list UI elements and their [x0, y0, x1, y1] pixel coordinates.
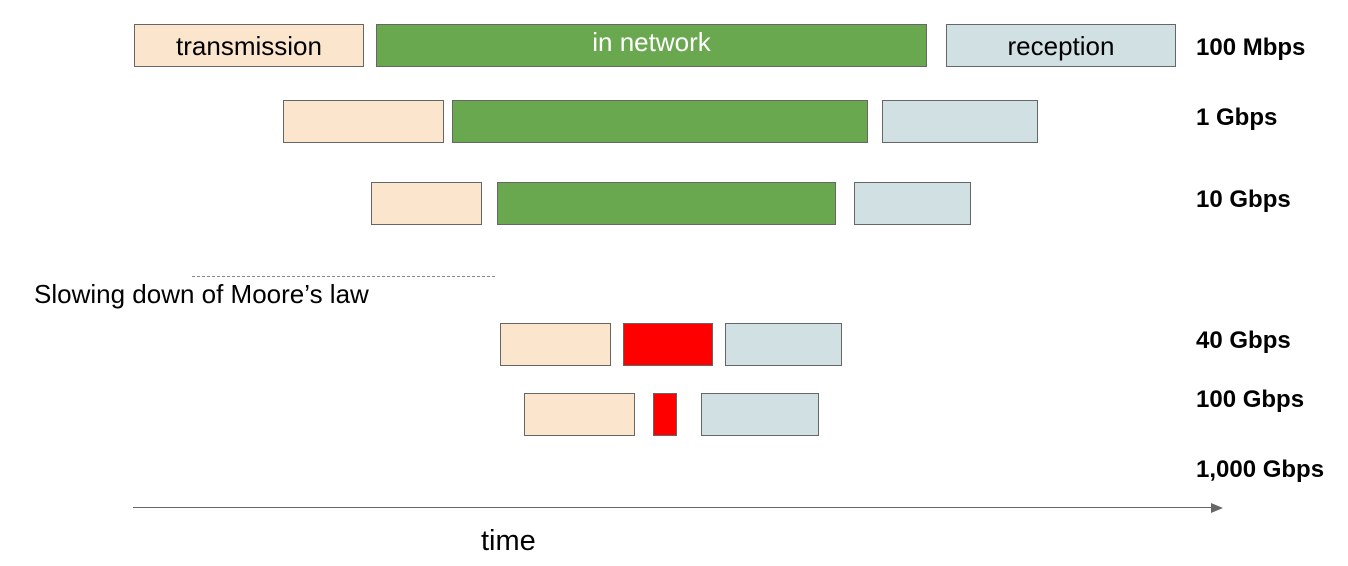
row-100mbps-reception-bar: reception	[946, 24, 1176, 67]
time-axis-label: time	[481, 525, 536, 557]
row-100gbps-transmission-bar	[524, 393, 635, 436]
row-40gbps-reception-bar	[725, 323, 842, 366]
reception-label: reception	[1007, 30, 1115, 61]
time-axis-line	[133, 507, 1211, 508]
moore-law-annotation: Slowing down of Moore’s law	[34, 279, 369, 309]
rate-label-1gbps: 1 Gbps	[1196, 104, 1278, 131]
row-10gbps-transmission-bar	[371, 182, 482, 225]
rate-label-40gbps: 40 Gbps	[1196, 327, 1291, 354]
row-10gbps-network-bar	[497, 182, 836, 225]
transmission-label: transmission	[176, 30, 322, 61]
row-1gbps-network-bar	[452, 100, 868, 143]
rate-label-100gbps: 100 Gbps	[1196, 386, 1305, 413]
rate-label-1000gbps: 1,000 Gbps	[1196, 456, 1325, 483]
row-100gbps-reception-bar	[701, 393, 819, 436]
row-100mbps-network-bar: in network	[376, 24, 927, 67]
row-1gbps-reception-bar	[882, 100, 1038, 143]
moore-law-dashed-line	[192, 276, 495, 277]
time-axis-arrowhead-icon	[1211, 503, 1223, 513]
row-1gbps-transmission-bar	[283, 100, 444, 143]
row-100gbps-network-bar	[653, 393, 677, 436]
row-100mbps-transmission-bar: transmission	[134, 24, 364, 67]
row-40gbps-network-bar	[623, 323, 713, 366]
rate-label-100mbps: 100 Mbps	[1196, 34, 1306, 61]
in-network-label: in network	[592, 26, 711, 57]
row-40gbps-transmission-bar	[500, 323, 611, 366]
rate-label-10gbps: 10 Gbps	[1196, 186, 1291, 213]
row-10gbps-reception-bar	[854, 182, 971, 225]
